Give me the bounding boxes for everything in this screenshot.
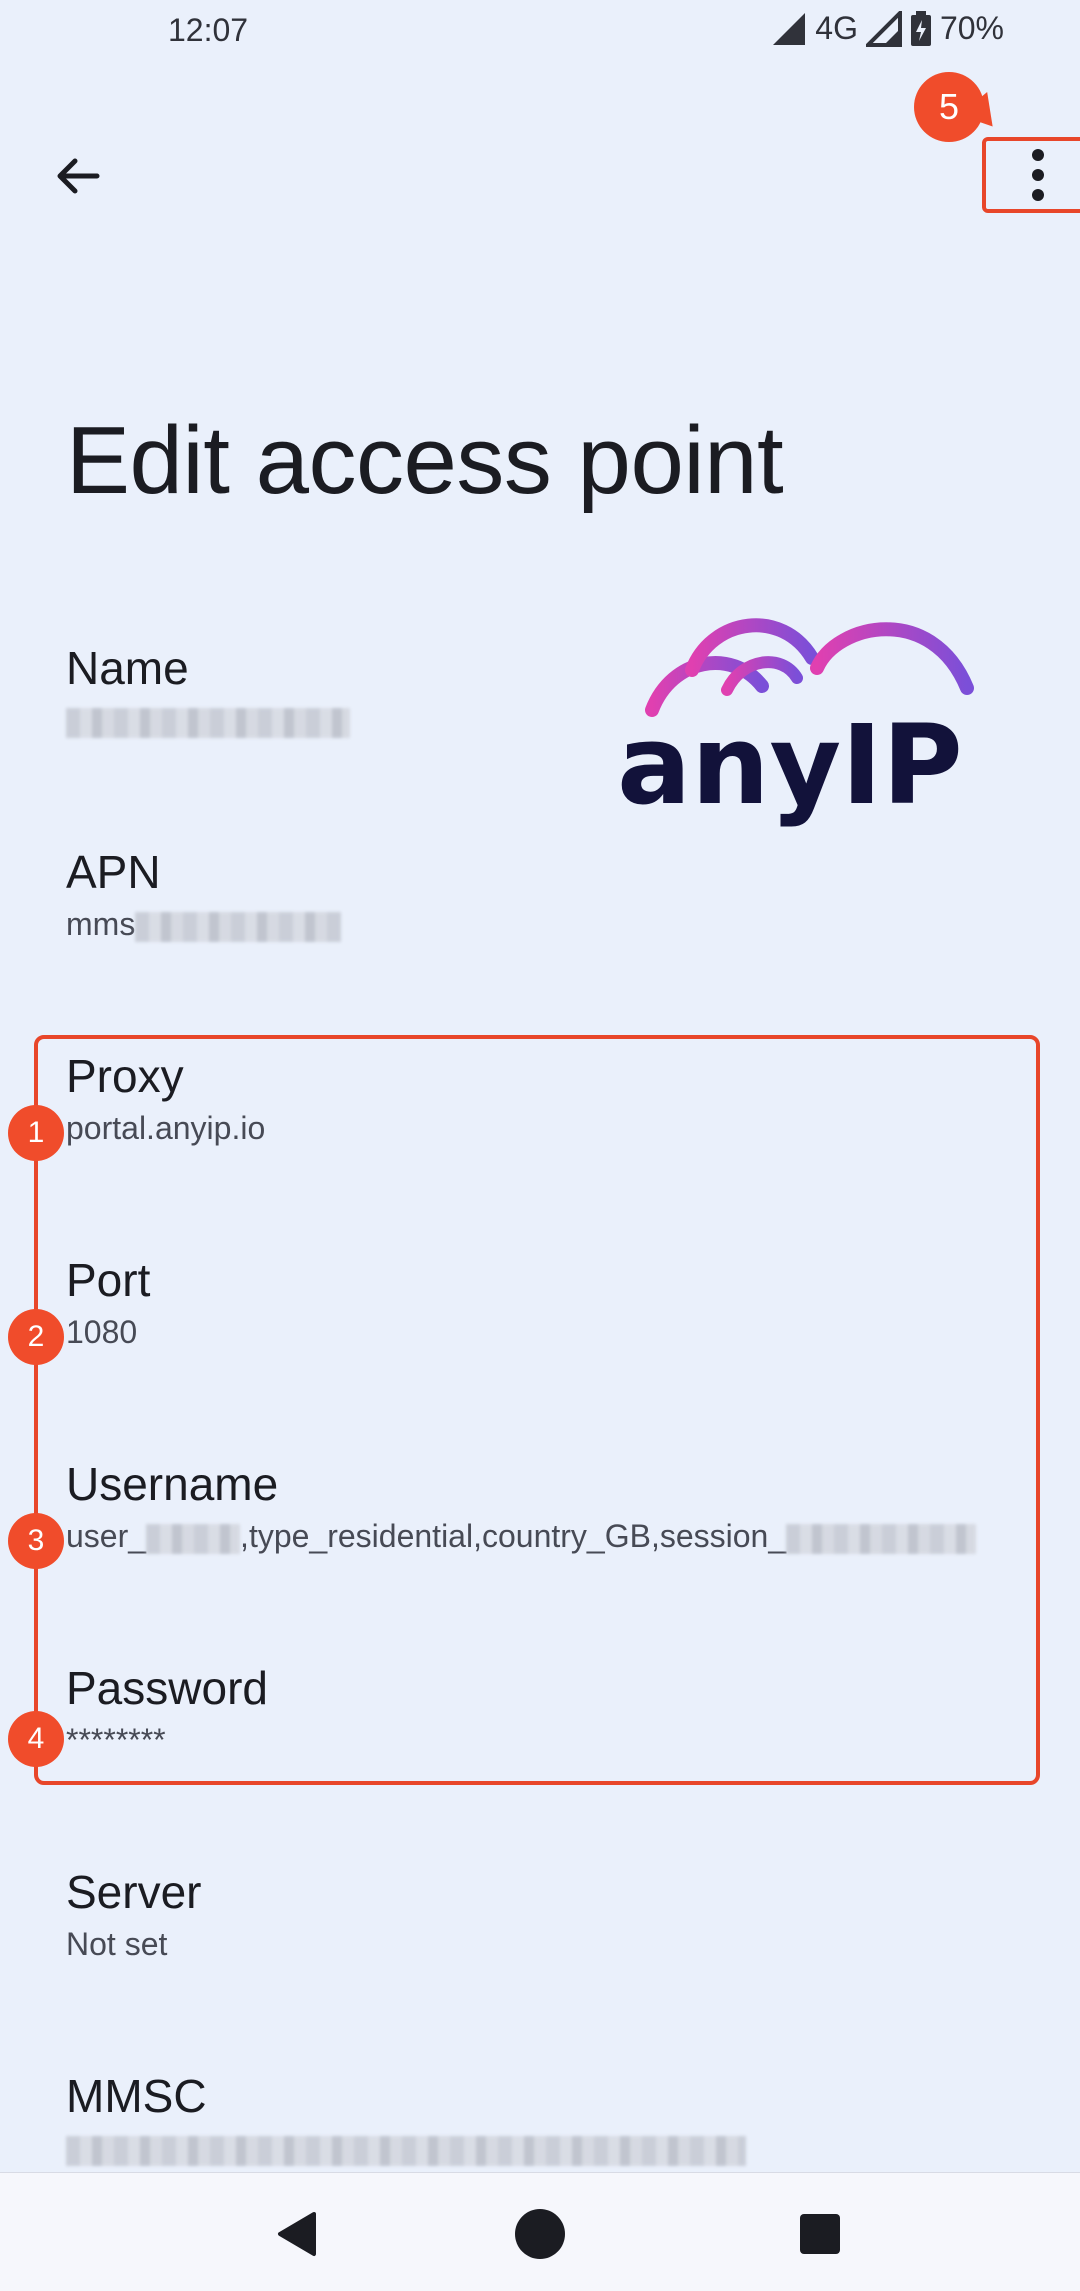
more-vert-icon: [1032, 149, 1044, 201]
signal-icon-2: [865, 10, 902, 47]
annotation-marker-5: 5: [914, 72, 984, 142]
arrow-left-icon: [57, 158, 100, 194]
more-options-button[interactable]: [982, 137, 1080, 213]
nav-home-icon: [515, 2209, 565, 2259]
pref-apn[interactable]: APN mms: [66, 844, 1026, 946]
battery-icon: [910, 10, 931, 46]
navigation-bar: [0, 2172, 1080, 2291]
pref-password-label: Password: [66, 1662, 268, 1714]
highlight-box: [34, 1035, 1040, 1785]
username-prefix: user_: [66, 1518, 147, 1554]
pref-username-value: user_ ,type_residential,country_GB,sessio…: [66, 1514, 1026, 1558]
annotation-marker-1: 1: [8, 1105, 64, 1161]
pref-mmsc[interactable]: MMSC: [66, 2068, 1026, 2170]
nav-recents-icon: [800, 2214, 840, 2254]
pref-mmsc-value: [66, 2126, 1026, 2170]
pref-username-label: Username: [66, 1458, 279, 1510]
pref-password[interactable]: Password ********: [66, 1660, 1026, 1762]
pref-proxy-value: portal.anyip.io: [66, 1110, 266, 1146]
pref-proxy[interactable]: Proxy portal.anyip.io: [66, 1048, 1026, 1150]
status-bar: 12:07 4G 70%: [0, 0, 1080, 64]
nav-back-icon: [278, 2212, 316, 2256]
pref-server-value: Not set: [66, 1926, 168, 1962]
back-button[interactable]: [42, 140, 114, 212]
pref-mmsc-label: MMSC: [66, 2070, 207, 2122]
nav-home-button[interactable]: [505, 2199, 575, 2269]
anyip-logo: anyIP: [617, 618, 974, 829]
pref-port[interactable]: Port 1080: [66, 1252, 1026, 1354]
annotation-marker-4: 4: [8, 1711, 64, 1767]
signal-icon: [773, 12, 806, 45]
pref-name-label: Name: [66, 642, 189, 694]
nav-back-button[interactable]: [262, 2199, 332, 2269]
page-title: Edit access point: [66, 407, 784, 514]
status-icons: 4G 70%: [771, 10, 1004, 47]
pref-port-value: 1080: [66, 1314, 138, 1350]
annotation-marker-3: 3: [8, 1513, 64, 1569]
username-middle: ,type_residential,country_GB,session_: [240, 1518, 787, 1554]
redacted-value: [786, 1523, 977, 1554]
redacted-value: [66, 707, 350, 738]
pref-server[interactable]: Server Not set: [66, 1864, 1026, 1966]
status-time: 12:07: [168, 12, 249, 48]
annotation-marker-2: 2: [8, 1309, 64, 1365]
pref-apn-value: mms: [66, 902, 1026, 946]
redacted-value: [66, 2135, 746, 2166]
pref-apn-label: APN: [66, 846, 161, 898]
network-type: 4G: [815, 10, 858, 46]
pref-proxy-label: Proxy: [66, 1050, 184, 1102]
redacted-value: [135, 911, 342, 942]
pref-name-value: [66, 698, 1026, 742]
pref-password-value: ********: [66, 1722, 166, 1758]
nav-recents-button[interactable]: [785, 2199, 855, 2269]
logo-text: anyIP: [617, 701, 963, 829]
pref-name[interactable]: Name: [66, 640, 1026, 742]
redacted-value: [146, 1523, 241, 1554]
battery-level: 70%: [939, 10, 1004, 46]
pref-username[interactable]: Username user_ ,type_residential,country_…: [66, 1456, 1026, 1558]
apn-value-prefix: mms: [66, 906, 136, 942]
pref-port-label: Port: [66, 1254, 151, 1306]
pref-server-label: Server: [66, 1866, 202, 1918]
